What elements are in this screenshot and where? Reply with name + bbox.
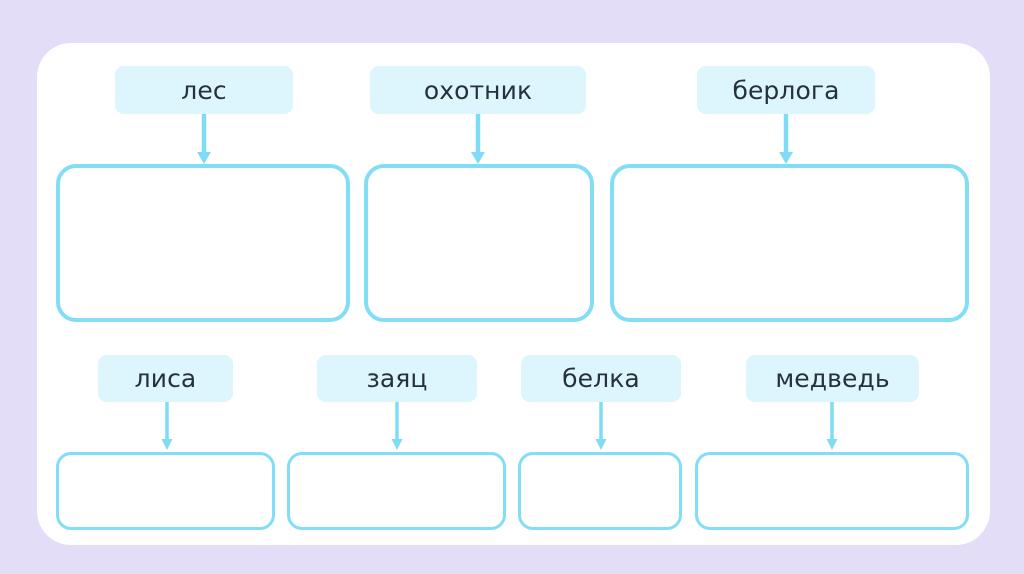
dropzone-belka[interactable] xyxy=(518,452,682,530)
dropzone-ohotnik[interactable] xyxy=(364,164,594,322)
word-pill-zayac[interactable]: заяц xyxy=(317,355,477,402)
word-pill-medved[interactable]: медведь xyxy=(746,355,919,402)
arrow-down-icon-berloga xyxy=(779,114,793,164)
dropzone-berloga[interactable] xyxy=(610,164,969,322)
word-pill-berloga[interactable]: берлога xyxy=(697,66,875,114)
arrow-down-icon-medved xyxy=(826,402,838,450)
exercise-card: лес охотник берлога лиса заяц белка медв… xyxy=(37,43,990,545)
arrow-down-icon-les xyxy=(197,114,211,164)
word-pill-lisa[interactable]: лиса xyxy=(98,355,233,402)
word-pill-belka[interactable]: белка xyxy=(521,355,681,402)
word-pill-les[interactable]: лес xyxy=(115,66,293,114)
dropzone-les[interactable] xyxy=(56,164,350,322)
arrow-down-icon-ohotnik xyxy=(471,114,485,164)
dropzone-medved[interactable] xyxy=(695,452,969,530)
arrow-down-icon-belka xyxy=(595,402,607,450)
arrow-down-icon-zayac xyxy=(391,402,403,450)
dropzone-lisa[interactable] xyxy=(56,452,275,530)
word-pill-ohotnik[interactable]: охотник xyxy=(370,66,586,114)
dropzone-zayac[interactable] xyxy=(287,452,506,530)
arrow-down-icon-lisa xyxy=(161,402,173,450)
